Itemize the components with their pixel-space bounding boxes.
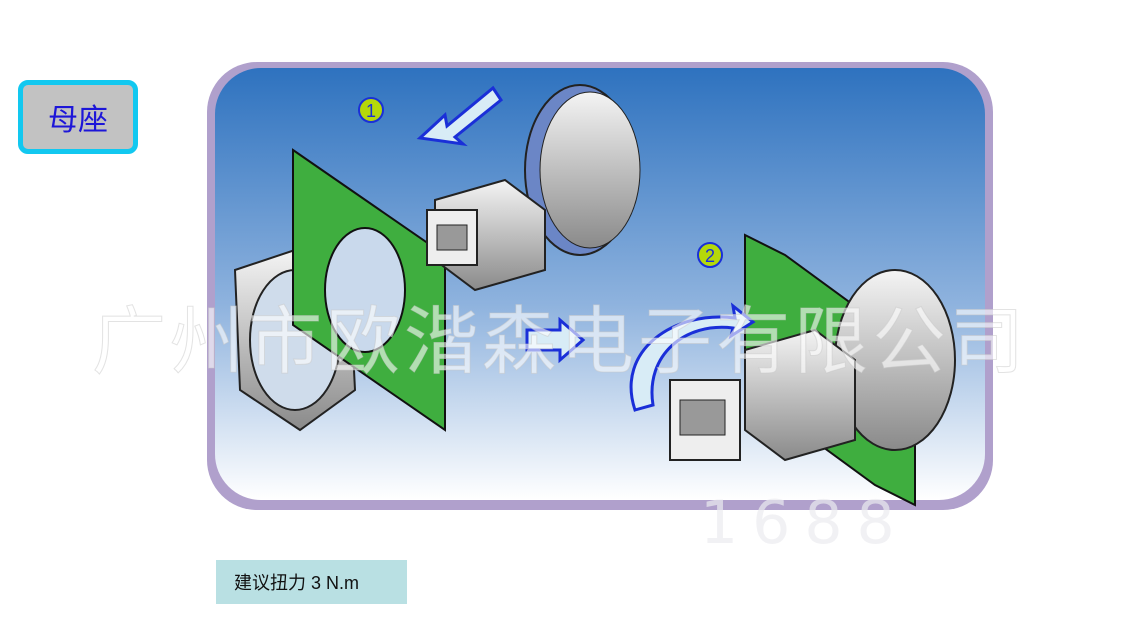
panel-plate xyxy=(292,148,446,432)
watermark: 广州市欧湝森电子有限公司 xyxy=(92,299,1028,386)
title-label: 母座 xyxy=(18,80,138,154)
rotate-arrow-icon xyxy=(629,302,756,412)
step-1-badge: 1 xyxy=(358,97,384,123)
insert-arrow-icon xyxy=(416,85,504,147)
svg-text:2: 2 xyxy=(705,246,715,266)
svg-text:1: 1 xyxy=(366,101,376,121)
assembly-diagram: 1 2 xyxy=(205,60,995,512)
move-arrow-icon xyxy=(525,316,586,364)
connector-before xyxy=(426,84,641,292)
watermark-sub: 1688 xyxy=(700,488,909,558)
step-2-badge: 2 xyxy=(697,242,723,268)
connector-after xyxy=(669,269,956,462)
torque-note: 建议扭力 3 N.m xyxy=(216,560,407,604)
